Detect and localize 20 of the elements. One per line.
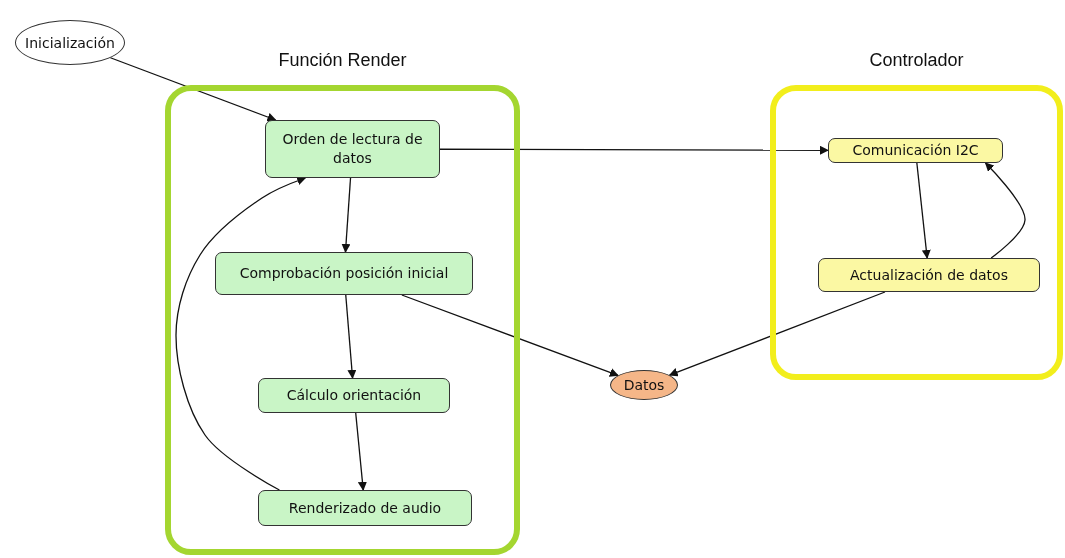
process-box: Cálculo orientación bbox=[258, 378, 450, 413]
arrow bbox=[345, 294, 357, 379]
process-box: Comprobación posición inicial bbox=[215, 252, 473, 295]
group-heading: Controlador bbox=[869, 50, 964, 71]
arrow bbox=[341, 177, 352, 253]
arrow bbox=[916, 162, 931, 259]
group-heading: Función Render bbox=[278, 50, 407, 71]
arrow bbox=[984, 162, 1026, 259]
arrow bbox=[668, 291, 886, 377]
ellipse-node: Datos bbox=[610, 370, 678, 400]
process-box: Renderizado de audio bbox=[258, 490, 472, 526]
arrow bbox=[109, 57, 277, 122]
arrow bbox=[175, 176, 307, 491]
process-box: Orden de lectura de datos bbox=[265, 120, 440, 178]
arrow bbox=[355, 412, 367, 491]
arrow bbox=[439, 145, 829, 155]
process-box: Comunicación I2C bbox=[828, 138, 1003, 163]
arrow bbox=[401, 294, 619, 377]
ellipse-node: Inicialización bbox=[15, 20, 125, 65]
process-box: Actualización de datos bbox=[818, 258, 1040, 292]
